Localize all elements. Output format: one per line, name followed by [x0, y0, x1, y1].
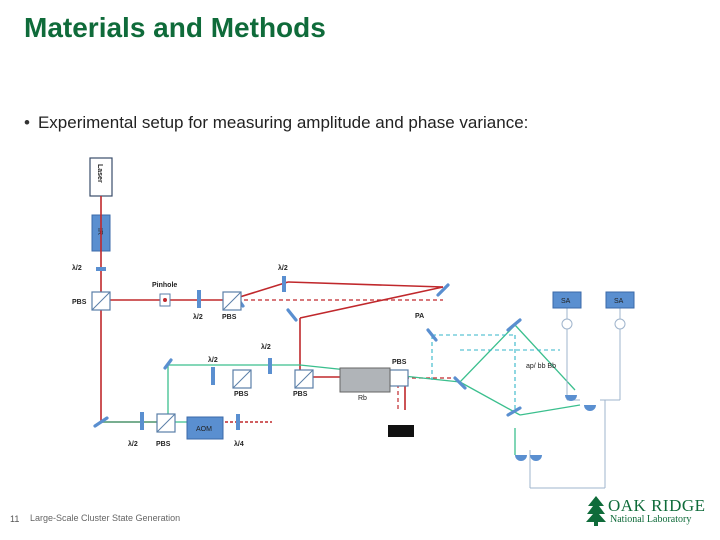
isolator-label: IR: [96, 228, 103, 235]
pbs-label-2: PBS: [222, 314, 237, 321]
pbs-cubes: [91, 291, 409, 433]
pbs-label-mid2: PBS: [293, 391, 308, 398]
experimental-setup-diagram: Laser IR: [72, 157, 635, 489]
pbs-label-bottom: PBS: [156, 441, 171, 448]
page-number: 11: [10, 514, 20, 524]
half-wave-label-mid1: λ/2: [208, 356, 218, 364]
pbs-label-rb: PBS: [392, 359, 407, 366]
pbs-diagonals: [91, 291, 314, 433]
slide-title: Materials and Methods: [24, 12, 326, 43]
sa-label-2: SA: [614, 298, 624, 305]
red-dashed-paths: [230, 299, 455, 412]
logo-line-2: National Laboratory: [610, 514, 692, 525]
rb-cell: [339, 367, 391, 393]
detector-wiring: [529, 295, 621, 489]
aom-label: AOM: [196, 426, 212, 433]
ornl-logo: OAK RIDGE National Laboratory: [586, 494, 706, 530]
beam-dump: [388, 425, 414, 437]
rb-label: Rb: [358, 395, 367, 402]
mirrors: [93, 283, 522, 428]
detector-label: ap/ bb Bb: [526, 363, 556, 370]
aom: [186, 416, 224, 440]
laser-label: Laser: [96, 164, 103, 183]
pinhole-label: Pinhole: [152, 282, 177, 289]
half-wave-label-top: λ/2: [278, 264, 288, 272]
laser-source: Laser: [89, 157, 113, 197]
bullet-text: Experimental setup for measuring amplitu…: [37, 113, 529, 132]
half-wave-label-mid2: λ/2: [261, 343, 271, 351]
cyan-beam-paths: [431, 334, 560, 412]
pa-label: PA: [415, 313, 424, 320]
pbs-label-mid1: PBS: [234, 391, 249, 398]
bullet-item: • Experimental setup for measuring amplit…: [24, 113, 528, 133]
pine-tree-icon: [586, 496, 606, 526]
waveplates: [96, 267, 286, 430]
footer-caption: Large-Scale Cluster State Generation: [30, 513, 181, 523]
bullet-dot: •: [24, 113, 30, 132]
half-wave-label-bottom: λ/2: [128, 440, 138, 448]
red-beam-paths: [100, 196, 444, 423]
detectors: [515, 318, 626, 461]
half-wave-label-2: λ/2: [193, 313, 203, 321]
pbs-label-1: PBS: [72, 299, 87, 306]
spectrum-analyzers: [552, 291, 635, 309]
sa-label-1: SA: [561, 298, 571, 305]
pinhole: [159, 293, 171, 307]
logo-line-1: OAK RIDGE: [608, 496, 706, 515]
quarter-wave-label: λ/4: [234, 440, 244, 448]
half-wave-label-1: λ/2: [72, 264, 82, 272]
